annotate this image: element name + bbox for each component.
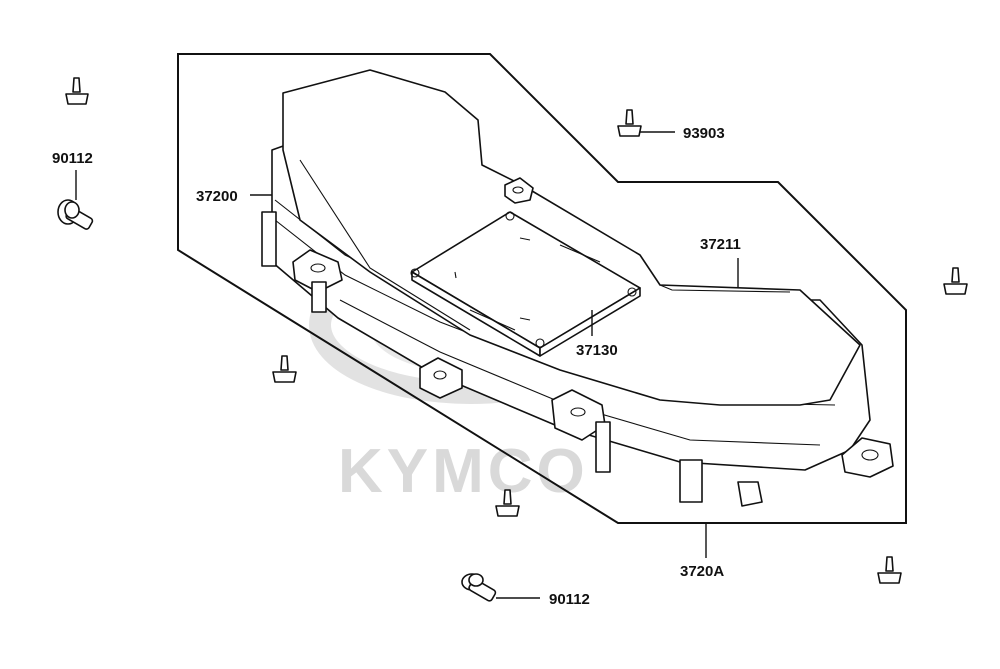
screw-icon: [617, 109, 642, 137]
bolt-icon: [57, 199, 94, 230]
screw-icon: [495, 489, 520, 517]
circuit-board: [410, 211, 641, 357]
screw-icon: [65, 77, 89, 105]
part-label-90112-top: 90112: [52, 150, 93, 167]
part-label-37130: 37130: [576, 342, 618, 359]
part-label-93903: 93903: [683, 125, 725, 142]
screw-icon: [272, 355, 297, 383]
screw-icon: [877, 556, 902, 584]
part-label-3720A: 3720A: [680, 563, 724, 580]
part-label-37200: 37200: [196, 188, 238, 205]
bolt-icon: [461, 573, 497, 602]
part-label-90112-bottom: 90112: [549, 591, 590, 608]
assembly-frame: [177, 53, 907, 524]
screw-icon: [943, 267, 968, 295]
watermark-text: KYMCO: [338, 437, 589, 506]
part-label-37211: 37211: [700, 236, 741, 253]
meter-assembly: [261, 69, 894, 507]
